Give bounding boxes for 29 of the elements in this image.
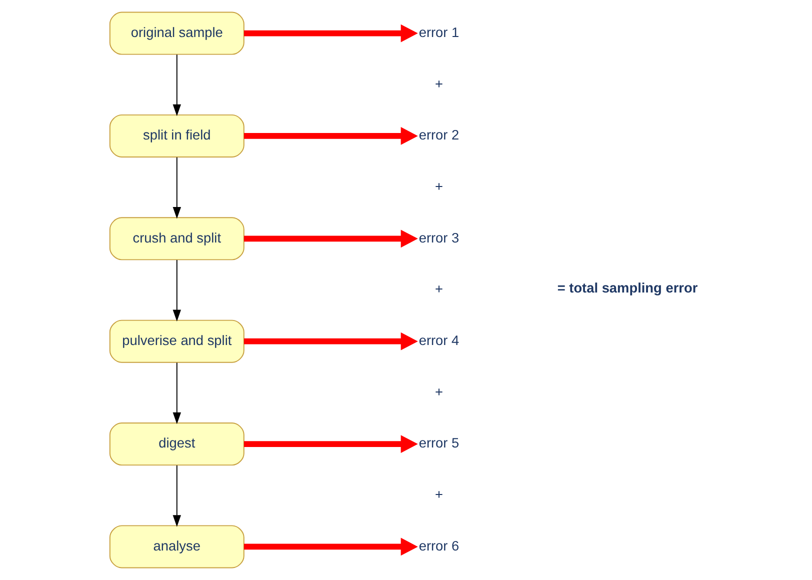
node-box: analyse bbox=[109, 525, 244, 568]
arrow bbox=[244, 230, 418, 248]
node-box: split in field bbox=[109, 114, 244, 158]
arrow bbox=[172, 464, 182, 527]
node-text: error 6 bbox=[418, 538, 460, 554]
node-text: error 5 bbox=[418, 436, 460, 451]
node-text: error 1 bbox=[418, 24, 460, 40]
arrow bbox=[244, 127, 418, 145]
label: + bbox=[435, 76, 444, 92]
label: + bbox=[435, 178, 444, 194]
node-text: error 2 bbox=[418, 128, 460, 143]
node-box: digest bbox=[109, 422, 244, 466]
label: = total sampling error bbox=[557, 280, 698, 296]
label: + bbox=[435, 487, 444, 502]
arrow bbox=[172, 260, 182, 322]
node-text: error 4 bbox=[418, 332, 460, 348]
arrow bbox=[244, 538, 418, 556]
node-box: pulverise and split bbox=[109, 320, 244, 363]
arrow bbox=[244, 332, 418, 350]
node-text: error 3 bbox=[418, 230, 460, 246]
label: + bbox=[435, 282, 444, 297]
arrow bbox=[172, 54, 182, 116]
label: + bbox=[435, 384, 444, 400]
arrow bbox=[172, 156, 182, 219]
arrow bbox=[172, 362, 182, 424]
node-box: original sample bbox=[109, 12, 244, 55]
arrow bbox=[244, 435, 418, 453]
arrow bbox=[244, 24, 418, 42]
node-box: crush and split bbox=[109, 217, 244, 260]
